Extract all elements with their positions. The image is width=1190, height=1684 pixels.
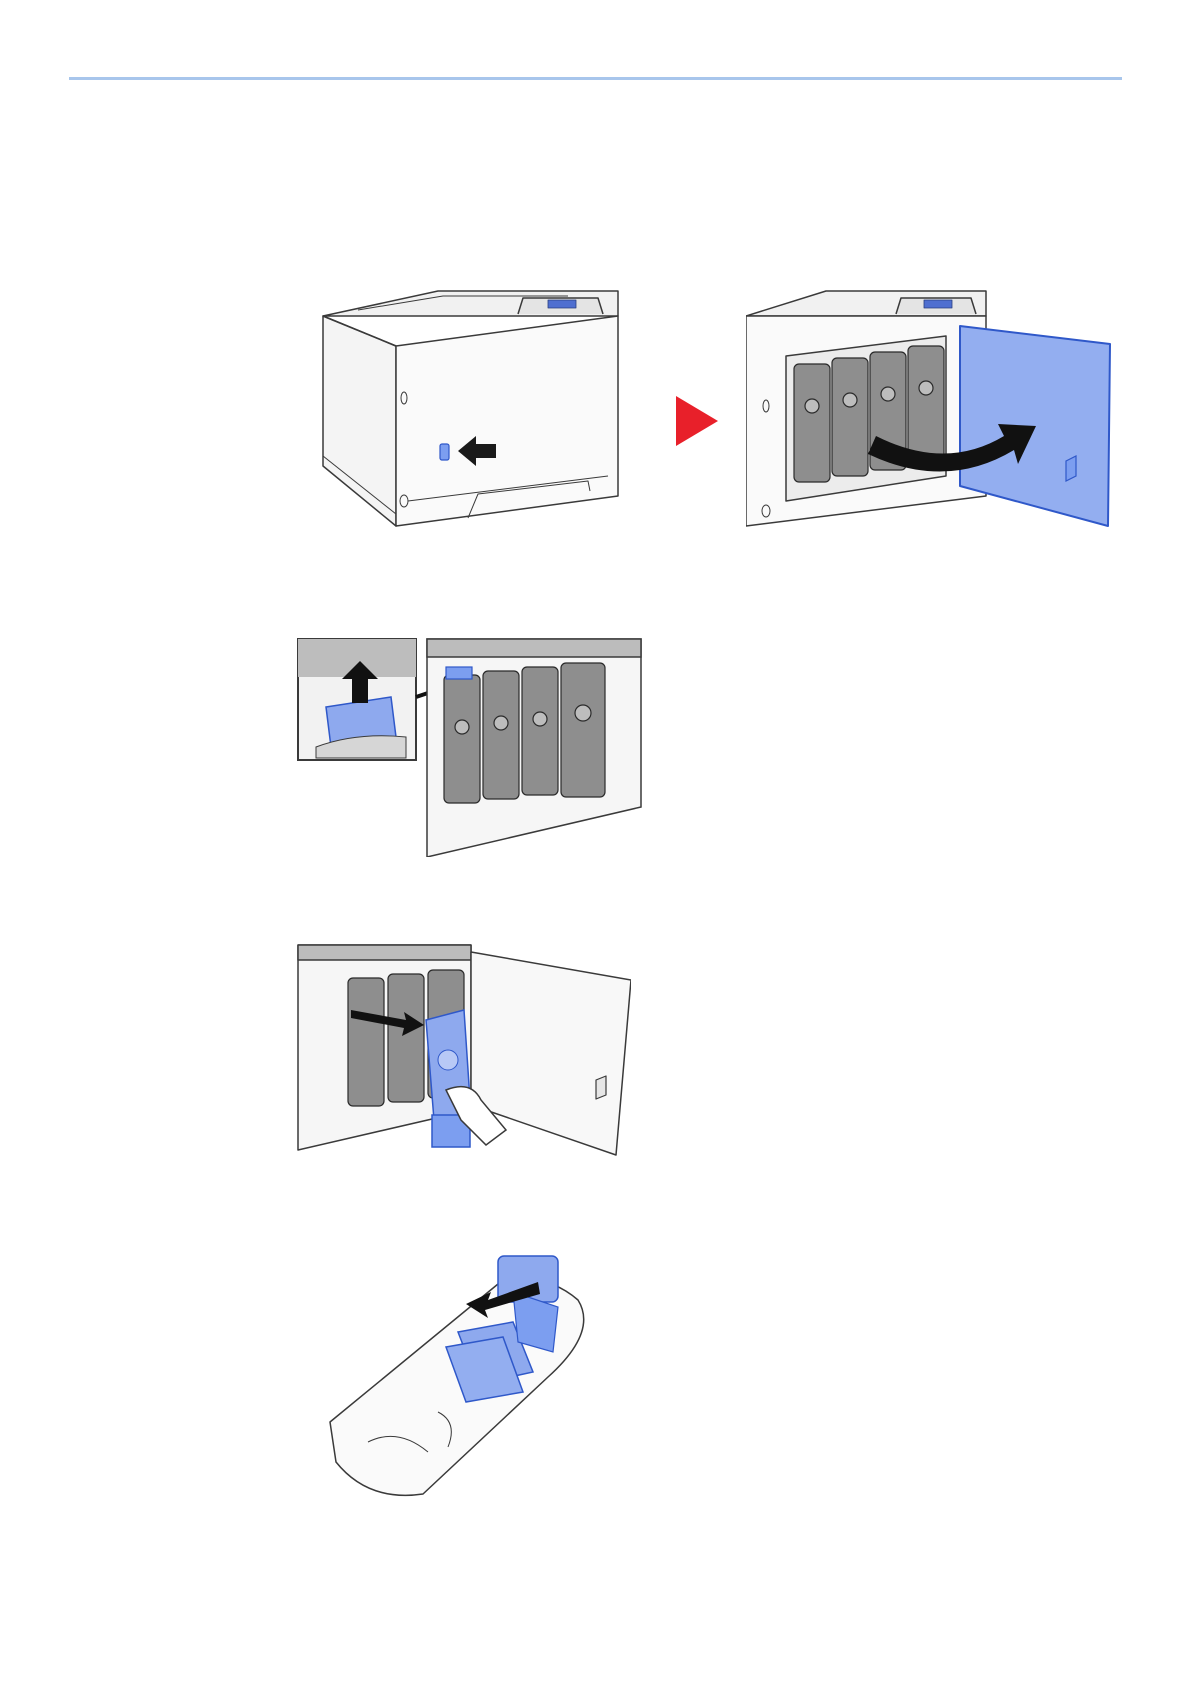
header-rule bbox=[69, 77, 1122, 80]
printer-icon bbox=[318, 286, 624, 538]
printer-closed-illustration bbox=[318, 286, 624, 538]
step-arrow-icon bbox=[676, 396, 718, 446]
printer-open-illustration bbox=[746, 286, 1116, 546]
toner-container-icon bbox=[426, 1010, 471, 1147]
detail-inset-icon bbox=[298, 639, 440, 760]
remove-container-illustration bbox=[296, 940, 631, 1160]
printer-open-icon bbox=[746, 286, 1116, 546]
lock-lever-icon bbox=[446, 667, 472, 679]
bag-container-illustration bbox=[328, 1252, 618, 1500]
unlock-lever-illustration bbox=[296, 637, 644, 857]
release-button-icon bbox=[440, 444, 449, 460]
